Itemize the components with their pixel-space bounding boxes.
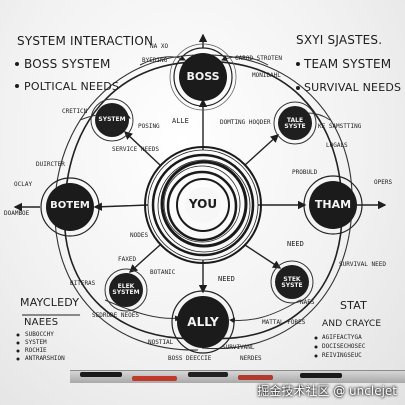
bottom-right-item-3: REIVINGSEUC (322, 352, 362, 359)
annotation-center-top: ALLE (172, 117, 189, 125)
node-botem-circle (40, 177, 100, 237)
node-label-tham: THAM (314, 198, 352, 211)
spoke-to-botem (93, 202, 149, 211)
connector-c (104, 299, 181, 322)
spoke-to-upper-left (123, 131, 161, 166)
annotation-nerdes: NERDES (240, 355, 262, 362)
header-left-line-3: POLTICAL NEEDS (24, 80, 120, 93)
node-ally-circle (171, 290, 235, 354)
node-label-upper-left: SYSTEM (98, 116, 126, 123)
bottom-right-item-2: DOCISECHOSEC (322, 343, 366, 350)
node-lower-left-circle (104, 268, 148, 312)
node-upper-left-circle (90, 98, 134, 142)
node-label-ally: ALLY (187, 315, 219, 329)
bottom-left-title: MAYCLEDY (20, 296, 80, 309)
marker-black-2[interactable] (188, 372, 228, 377)
annotation-boss-r: CAROD STROTEN (235, 55, 282, 62)
annotation-matial: MATTAL FORES (262, 319, 306, 326)
marker-red[interactable] (132, 376, 177, 381)
connector-d (229, 299, 301, 324)
bottom-left-item-1: SUBOCCHY (25, 331, 54, 338)
spoke-to-upper-right (244, 134, 280, 166)
annotation-nostial: NOSTIAL (148, 339, 174, 346)
annotation-ally-bottom: BOSS DEECCIE (168, 355, 212, 362)
annotation-mid-left: SERVICE NEEDS (112, 146, 159, 153)
center-node-circle (144, 146, 262, 264)
bottom-right-subtitle: AND CRAYCE (322, 319, 382, 329)
header-right-line-2: TEAM SYSTEM (304, 57, 392, 71)
node-label-botem: BOTEM (50, 200, 90, 211)
annotation-bitenas: BITERAS (70, 280, 96, 287)
annotation-boss-r2: MONIDAHL (252, 72, 281, 79)
watermark-text: 掘金技术社区 @ unclejet (257, 384, 397, 398)
node-tham-circle (303, 175, 363, 235)
bottom-left-item-2: SYSTEM (25, 339, 47, 346)
annotation-center-tr: DOMTING HOQDER (220, 119, 271, 126)
header-left-title: SYSTEM INTERACTION (17, 34, 154, 48)
spoke-to-lower-right (244, 244, 282, 269)
annotation-left-b: DOAMBOE (4, 210, 30, 217)
annotation-boss-tl: NA XO (150, 43, 169, 50)
marker-black[interactable] (80, 372, 122, 377)
marker-red-2[interactable] (238, 375, 273, 380)
node-label-boss: BOSS (186, 70, 220, 83)
annotation-need: NEED (287, 240, 304, 248)
bottom-left-subtitle: NAEES (24, 317, 59, 328)
node-label-center: YOU (188, 197, 218, 211)
node-boss-circle (169, 43, 237, 111)
annotation-survival: SURVIVAL NEED (339, 261, 386, 268)
annotation-mid-left2: POSING (138, 123, 160, 130)
annotation-faxed: FAXED (118, 256, 137, 263)
header-left-line-2: BOSS SYSTEM (24, 57, 111, 71)
node-lower-right-circle (270, 260, 314, 304)
annotation-naes: NAES (300, 299, 315, 306)
node-label-upper-right: TALE SYSTE (284, 117, 306, 130)
node-label-lower-right: STEK SYSTE (281, 276, 303, 289)
annotation-sedrode: SEDRODE NEOES (92, 312, 139, 319)
marker-black-3[interactable] (300, 373, 342, 378)
node-upper-right-circle (273, 101, 317, 145)
bottom-right-title: STAT (340, 299, 368, 312)
header-right-line-3: SURVIVAL NEEDS (304, 81, 402, 94)
annotation-right-top: KE SAMSTTING (318, 123, 362, 130)
bottom-left-item-3: ROCHIE (25, 347, 47, 354)
annotation-right-side: OPERS (374, 179, 393, 186)
annotation-nodes: NODES (130, 232, 149, 239)
annotation-left-top: CRETICN (62, 108, 88, 115)
annotation-botanic: BOTANIC (150, 269, 176, 276)
annotation-right-mid2: PROBULD (292, 169, 318, 176)
bottom-right-item-1: AGIFEACTYGA (322, 334, 362, 341)
node-label-lower-left: ELEK SYSTEM (112, 283, 140, 296)
bottom-left-item-4: ANTRARSHION (25, 355, 65, 362)
header-right-title: SXYI SJASTES. (296, 33, 383, 47)
annotation-survivanl: SURVIVANL (222, 344, 255, 351)
annotation-right-mid: LOGALS (326, 142, 348, 149)
spoke-to-lower-left (128, 244, 161, 273)
annotation-need2: NEED (218, 275, 235, 283)
annotation-left-mid: DUIRCTER (36, 161, 65, 168)
annotation-boss-l: BYEDING (142, 57, 168, 64)
annotation-left-a: OCLAY (14, 181, 33, 188)
connector-e (139, 55, 186, 66)
